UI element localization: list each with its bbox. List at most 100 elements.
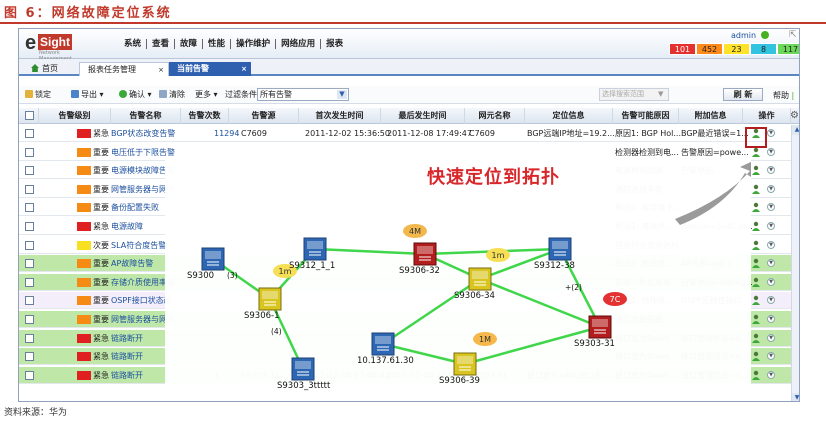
alarm-name-link[interactable]: 电源模块故障告警 xyxy=(111,166,175,176)
topology-node-n10137[interactable] xyxy=(371,332,395,356)
topology-node-s9306a[interactable] xyxy=(258,287,282,311)
menu-item-network-apps[interactable]: 网络应用 xyxy=(276,39,322,49)
topology-node-s9306_39[interactable] xyxy=(453,352,477,376)
tab-home[interactable]: 首页 xyxy=(23,62,66,76)
scroll-down-icon[interactable]: ▼ xyxy=(792,393,799,401)
row-checkbox[interactable] xyxy=(25,184,34,194)
person-icon[interactable] xyxy=(751,240,761,250)
alarm-name-link[interactable]: 链路断开 xyxy=(111,352,143,362)
export-button[interactable]: 导出 ▾ xyxy=(71,89,104,101)
row-checkbox[interactable] xyxy=(25,315,34,324)
row-checkbox[interactable] xyxy=(25,259,34,269)
row-checkbox[interactable] xyxy=(25,352,34,362)
row-checkbox[interactable] xyxy=(25,370,34,380)
clear-button[interactable]: 清除 xyxy=(159,89,185,101)
topology-link[interactable] xyxy=(479,277,601,329)
chevron-down-icon[interactable]: ▼ xyxy=(767,184,775,193)
topology-node-s9306_32[interactable] xyxy=(413,242,437,266)
topology-node-s9306_34[interactable] xyxy=(468,267,492,291)
alarm-name-link[interactable]: AP故障告警 xyxy=(111,259,154,269)
topology-node-s9312b[interactable] xyxy=(548,237,572,261)
topology-link[interactable] xyxy=(464,325,601,366)
row-checkbox[interactable] xyxy=(25,129,34,138)
row-checkbox[interactable] xyxy=(25,333,34,343)
chevron-down-icon[interactable]: ▼ xyxy=(767,296,775,305)
ack-button[interactable]: 确认 ▾ xyxy=(119,89,152,101)
search-scope-input[interactable]: 选择搜索范围 ▼ xyxy=(599,88,669,101)
col-source[interactable]: 告警源 xyxy=(229,108,299,124)
col-severity[interactable]: 告警级别 xyxy=(39,108,111,124)
chevron-down-icon[interactable]: ▼ xyxy=(658,90,664,98)
alarm-name-link[interactable]: 备份配置失败 xyxy=(111,203,159,213)
chevron-down-icon[interactable]: ▼ xyxy=(767,352,775,361)
alarm-name-link[interactable]: 电压低于下限告警 xyxy=(111,147,175,157)
tab-report-tasks[interactable]: 报表任务管理 × xyxy=(79,62,169,76)
menu-item-system[interactable]: 系统 xyxy=(119,39,148,49)
alarm-name-link[interactable]: 网管服务器与网元 xyxy=(111,315,175,324)
user-name[interactable]: admin xyxy=(731,31,757,40)
row-checkbox[interactable] xyxy=(25,166,34,176)
chevron-down-icon[interactable]: ▼ xyxy=(767,333,775,342)
col-extra[interactable]: 附加信息 xyxy=(679,108,743,124)
row-checkbox[interactable] xyxy=(25,296,34,306)
person-icon[interactable] xyxy=(751,221,761,231)
alarm-name-link[interactable]: SLA符合度告警 xyxy=(111,240,167,250)
col-count[interactable]: 告警次数 xyxy=(181,108,229,124)
chevron-down-icon[interactable]: ▼ xyxy=(767,129,775,137)
col-first-time[interactable]: 首次发生时间 xyxy=(299,108,381,124)
alarm-name-link[interactable]: 电源故障 xyxy=(111,222,143,231)
alarm-name-link[interactable]: BGP状态改变告警 xyxy=(111,129,176,138)
person-icon[interactable] xyxy=(751,128,761,138)
chevron-down-icon[interactable]: ▼ xyxy=(767,203,775,212)
chevron-down-icon[interactable]: ▼ xyxy=(337,90,347,99)
person-icon[interactable] xyxy=(751,277,761,287)
row-checkbox[interactable] xyxy=(25,147,34,157)
person-icon[interactable] xyxy=(751,258,761,269)
help-link[interactable]: 帮助 | xyxy=(773,91,795,100)
row-checkbox[interactable] xyxy=(25,277,34,287)
topology-link[interactable] xyxy=(314,247,426,256)
col-name[interactable]: 告警名称 xyxy=(111,108,181,124)
chevron-down-icon[interactable]: ▼ xyxy=(767,166,775,175)
scroll-up-icon[interactable]: ▲ xyxy=(792,125,799,135)
chevron-down-icon[interactable]: ▼ xyxy=(767,147,775,156)
chevron-down-icon[interactable]: ▼ xyxy=(767,370,775,379)
person-icon[interactable] xyxy=(751,351,761,362)
gear-icon[interactable]: ⚙ xyxy=(790,110,799,121)
menu-item-view[interactable]: 查看 xyxy=(147,39,176,49)
total-count[interactable]: 117 xyxy=(777,43,799,55)
topology-node-s9312a[interactable] xyxy=(303,237,327,261)
alarm-name-link[interactable]: 网管服务器与网元 xyxy=(111,184,175,194)
person-icon[interactable] xyxy=(751,333,761,343)
menu-item-operation[interactable]: 操作维护 xyxy=(231,39,277,49)
lock-button[interactable]: 锁定 xyxy=(25,89,51,101)
alarm-name-link[interactable]: 链路断开 xyxy=(111,333,143,343)
warning-count[interactable]: 8 xyxy=(750,43,777,55)
major-count[interactable]: 452 xyxy=(696,43,723,55)
col-last-time[interactable]: 最后发生时间 xyxy=(381,108,465,124)
more-button[interactable]: 更多 ▾ xyxy=(195,90,218,99)
filter-select[interactable]: 所有告警 ▼ xyxy=(257,88,349,101)
logout-icon[interactable]: ⇱ xyxy=(789,30,797,40)
user-status-icon[interactable] xyxy=(761,31,769,39)
chevron-down-icon[interactable]: ▼ xyxy=(767,222,775,230)
col-ne-name[interactable]: 网元名称 xyxy=(465,108,525,124)
topology-node-s9300[interactable] xyxy=(201,247,225,271)
person-icon[interactable] xyxy=(751,147,761,157)
menu-item-report[interactable]: 报表 xyxy=(326,39,344,49)
chevron-down-icon[interactable]: ▼ xyxy=(767,240,775,249)
menu-item-fault[interactable]: 故障 xyxy=(175,39,204,49)
select-all-checkbox[interactable] xyxy=(25,111,34,120)
menu-item-performance[interactable]: 性能 xyxy=(203,39,232,49)
critical-count[interactable]: 101 xyxy=(669,43,696,55)
person-icon[interactable] xyxy=(751,370,761,380)
alarm-name-link[interactable]: 存储介质使用率超 xyxy=(111,277,175,287)
alarm-name-link[interactable]: 链路断开 xyxy=(111,370,143,380)
close-icon[interactable]: × xyxy=(158,66,164,74)
topology-link[interactable] xyxy=(268,298,305,370)
col-location[interactable]: 定位信息 xyxy=(525,108,613,124)
chevron-down-icon[interactable]: ▼ xyxy=(767,277,775,286)
tab-current-alarms[interactable]: 当前告警 × xyxy=(169,62,251,76)
topology-link[interactable] xyxy=(479,247,561,281)
